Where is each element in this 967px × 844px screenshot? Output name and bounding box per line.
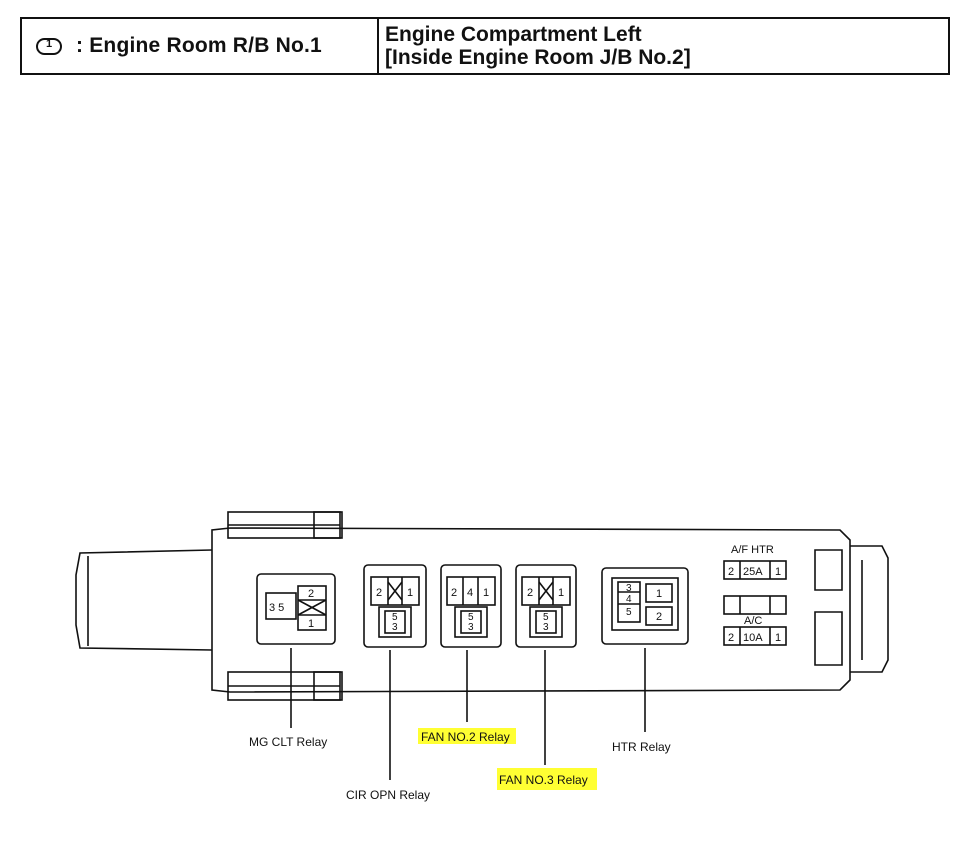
ac-fuse-label: A/C: [744, 615, 762, 627]
mg-clt-pins-left: 3 5: [269, 602, 284, 614]
htr-relay-label: HTR Relay: [612, 740, 671, 754]
htr-pin-b: 4: [626, 594, 632, 605]
ac-fuse-rating: 10A: [743, 632, 763, 644]
cir-opn-pin-d: 3: [392, 622, 398, 633]
htr-pin-e: 2: [656, 611, 662, 623]
fan-no3-pin-d: 3: [543, 622, 549, 633]
mg-clt-relay-socket: [256, 573, 336, 645]
cir-opn-pin-b: 1: [407, 587, 413, 599]
mg-clt-pin-top: 2: [308, 588, 314, 600]
location-line-1: Engine Compartment Left: [385, 23, 642, 46]
location-line-2: [Inside Engine Room J/B No.2]: [385, 46, 691, 69]
af-htr-fuse-label: A/F HTR: [731, 544, 774, 556]
fan-no2-pin-d: 5: [468, 612, 474, 623]
mg-clt-relay-label: MG CLT Relay: [249, 735, 327, 749]
fan-no3-pin-b: 1: [558, 587, 564, 599]
af-htr-fuse: [723, 560, 787, 580]
cir-opn-relay-socket: [363, 564, 427, 648]
fan-no3-highlight: [497, 768, 597, 790]
connector-badge-icon: 1: [36, 37, 62, 55]
htr-pin-c: 5: [626, 607, 632, 618]
ac-fuse-left: 2: [728, 632, 734, 644]
fan-no2-relay-label: FAN NO.2 Relay: [421, 730, 510, 744]
fan-no2-pin-a: 2: [451, 587, 457, 599]
fan-no3-relay-socket: [515, 564, 577, 648]
fan-no3-pin-a: 2: [527, 587, 533, 599]
block-right-end: [850, 545, 889, 673]
cir-opn-pin-c: 5: [392, 612, 398, 623]
af-htr-fuse-rating: 25A: [743, 566, 763, 578]
fan-no2-pin-e: 3: [468, 622, 474, 633]
fan-no3-pin-c: 5: [543, 612, 549, 623]
fan-no2-highlight: [418, 728, 516, 744]
connector-badge-number: 1: [45, 37, 53, 50]
fan-no2-relay-socket: [440, 564, 502, 648]
spare-fuse-slot: [723, 595, 787, 615]
fan-no2-pin-b: 4: [467, 587, 473, 599]
af-htr-fuse-left: 2: [728, 566, 734, 578]
junction-block-name: : Engine Room R/B No.1: [76, 34, 322, 57]
mg-clt-pin-bottom: 1: [308, 618, 314, 630]
header-left-cell: 1 : Engine Room R/B No.1: [22, 19, 379, 73]
fan-no2-pin-c: 1: [483, 587, 489, 599]
header-box: 1 : Engine Room R/B No.1 Engine Compartm…: [20, 17, 950, 75]
ac-fuse-right: 1: [775, 632, 781, 644]
header-right-cell: Engine Compartment Left [Inside Engine R…: [379, 19, 948, 73]
af-htr-fuse-right: 1: [775, 566, 781, 578]
block-body: [211, 527, 851, 693]
fan-no3-relay-label: FAN NO.3 Relay: [499, 773, 588, 787]
block-left-extension: [75, 549, 213, 651]
htr-relay-socket: [601, 567, 689, 645]
ac-fuse: [723, 626, 787, 646]
htr-pin-d: 1: [656, 588, 662, 600]
cir-opn-relay-label: CIR OPN Relay: [346, 788, 430, 802]
cir-opn-pin-a: 2: [376, 587, 382, 599]
htr-pin-a: 3: [626, 583, 632, 594]
